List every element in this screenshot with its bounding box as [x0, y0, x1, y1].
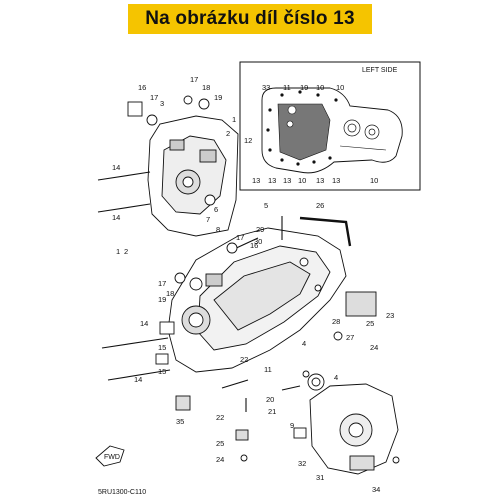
svg-text:13: 13 — [268, 176, 276, 185]
svg-text:19: 19 — [300, 83, 308, 92]
svg-text:4: 4 — [302, 339, 306, 348]
svg-text:18: 18 — [202, 83, 210, 92]
fwd-label: FWD — [104, 454, 120, 461]
svg-text:22: 22 — [240, 355, 248, 364]
svg-text:10: 10 — [370, 176, 378, 185]
svg-text:10: 10 — [336, 83, 344, 92]
svg-text:33: 33 — [262, 83, 270, 92]
svg-text:26: 26 — [316, 201, 324, 210]
svg-text:13: 13 — [252, 176, 260, 185]
fwd-arrow-icon: FWD — [95, 445, 125, 467]
svg-text:2: 2 — [124, 247, 128, 256]
svg-text:3: 3 — [160, 99, 164, 108]
svg-text:17: 17 — [190, 75, 198, 84]
part-number-banner: Na obrázku díl číslo 13 — [128, 4, 372, 34]
svg-text:2: 2 — [226, 129, 230, 138]
svg-text:17: 17 — [150, 93, 158, 102]
svg-text:22: 22 — [216, 413, 224, 422]
right-cover — [309, 383, 399, 475]
svg-text:24: 24 — [370, 343, 378, 352]
inset-bolts — [266, 90, 338, 166]
svg-text:25: 25 — [216, 439, 224, 448]
svg-text:10: 10 — [316, 83, 324, 92]
svg-text:35: 35 — [176, 417, 184, 426]
svg-text:4: 4 — [334, 373, 338, 382]
svg-text:16: 16 — [250, 241, 258, 250]
gasket-outline — [261, 87, 403, 174]
svg-text:1: 1 — [116, 247, 120, 256]
svg-text:9: 9 — [290, 421, 294, 430]
bearings-seals — [127, 95, 400, 464]
svg-text:16: 16 — [138, 83, 146, 92]
svg-text:32: 32 — [298, 459, 306, 468]
svg-text:11: 11 — [283, 83, 291, 92]
svg-text:23: 23 — [386, 311, 394, 320]
svg-text:14: 14 — [134, 375, 142, 384]
svg-text:14: 14 — [112, 163, 120, 172]
svg-text:24: 24 — [216, 455, 224, 464]
svg-text:12: 12 — [244, 136, 252, 145]
inset-callouts: 33 11 19 10 10 12 13 13 13 10 13 13 10 — [244, 83, 378, 185]
svg-text:14: 14 — [112, 213, 120, 222]
svg-text:19: 19 — [158, 295, 166, 304]
svg-text:6: 6 — [214, 205, 218, 214]
banner-text: Na obrázku díl číslo 13 — [145, 8, 355, 29]
svg-text:31: 31 — [316, 473, 324, 482]
svg-text:14: 14 — [140, 319, 148, 328]
diagram-code: 5RU1300-C110 — [98, 489, 146, 496]
svg-text:8: 8 — [216, 225, 220, 234]
svg-text:20: 20 — [266, 395, 274, 404]
svg-text:13: 13 — [283, 176, 291, 185]
svg-text:1: 1 — [232, 115, 236, 124]
crankcase-main — [167, 227, 347, 373]
left-side-inset: LEFT SIDE 33 11 19 10 10 12 13 13 13 10 — [239, 61, 421, 191]
svg-text:15: 15 — [158, 343, 166, 352]
svg-text:28: 28 — [332, 317, 340, 326]
svg-text:21: 21 — [268, 407, 276, 416]
svg-text:7: 7 — [206, 215, 210, 224]
main-callouts: 16 17 3 17 18 19 1 2 14 14 6 7 8 1 2 17 … — [112, 75, 394, 494]
svg-text:25: 25 — [366, 319, 374, 328]
svg-text:17: 17 — [236, 233, 244, 242]
svg-text:11: 11 — [264, 365, 272, 374]
inset-title: LEFT SIDE — [362, 67, 398, 74]
svg-text:34: 34 — [372, 485, 380, 494]
svg-text:15: 15 — [158, 367, 166, 376]
svg-text:17: 17 — [158, 279, 166, 288]
crankcase-left-half — [147, 115, 239, 237]
svg-text:18: 18 — [166, 289, 174, 298]
svg-text:10: 10 — [298, 176, 306, 185]
svg-text:13: 13 — [332, 176, 340, 185]
svg-text:27: 27 — [346, 333, 354, 342]
svg-text:19: 19 — [214, 93, 222, 102]
svg-text:13: 13 — [316, 176, 324, 185]
svg-text:5: 5 — [264, 201, 268, 210]
svg-text:29: 29 — [256, 225, 264, 234]
svg-text:30: 30 — [254, 237, 262, 246]
